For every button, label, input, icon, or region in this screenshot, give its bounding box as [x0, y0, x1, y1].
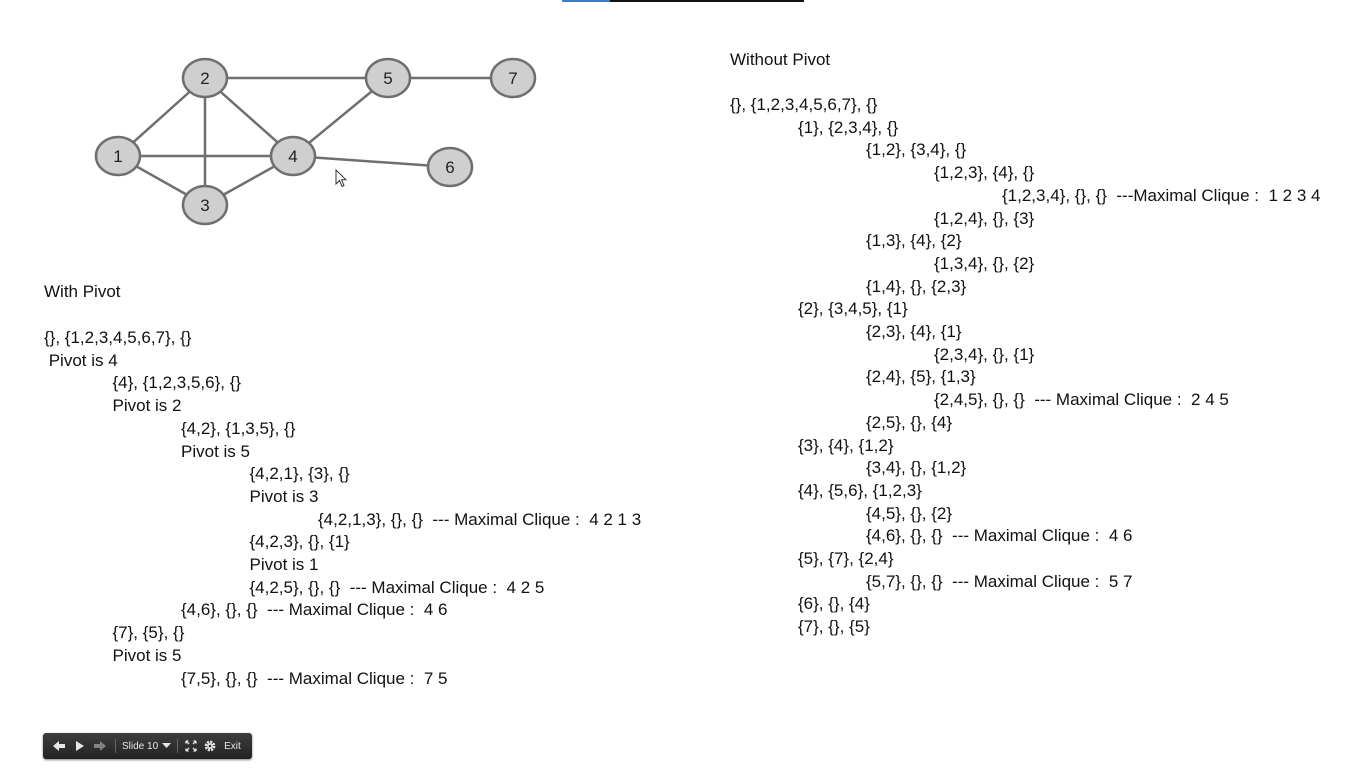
trace-line: {1}, {2,3,4}, {} [798, 117, 899, 137]
trace-line: {3,4}, {}, {1,2} [866, 458, 967, 478]
slide-controls-bar: Slide 10 Exit [43, 733, 252, 759]
graph-node-4: 4 [269, 135, 317, 177]
trace-line: {6}, {}, {4} [798, 594, 870, 614]
trace-line: {2}, {3,4,5}, {1} [798, 299, 908, 319]
gear-icon [204, 740, 216, 752]
node-label: 7 [508, 69, 517, 88]
trace-line: {}, {1,2,3,4,5,6,7}, {} [44, 328, 192, 347]
trace-line: {7}, {}, {5} [798, 617, 870, 637]
with-pivot-heading: With Pivot [44, 282, 121, 301]
fullscreen-icon [185, 740, 197, 752]
trace-line: {1,2,3,4}, {}, {} ---Maximal Clique : 1 … [1002, 185, 1321, 205]
node-circle [269, 135, 317, 177]
node-circle [181, 57, 229, 99]
trace-line: Pivot is 5 [181, 441, 250, 461]
node-label: 6 [445, 158, 454, 177]
trace-line: {4,6}, {}, {} --- Maximal Clique : 4 6 [181, 600, 448, 620]
trace-line: {4,2,5}, {}, {} --- Maximal Clique : 4 2… [249, 577, 545, 597]
controls-separator [115, 739, 116, 753]
node-circle [364, 57, 412, 99]
trace-line: {7}, {5}, {} [112, 623, 185, 643]
prev-slide-button[interactable] [47, 733, 71, 759]
trace-line: {1,2}, {3,4}, {} [866, 140, 967, 160]
trace-line: Pivot is 4 [44, 350, 118, 370]
trace-line: {}, {1,2,3,4,5,6,7}, {} [730, 95, 878, 114]
trace-line: {4,2}, {1,3,5}, {} [181, 418, 296, 438]
settings-button[interactable] [200, 733, 220, 759]
trace-line: {2,5}, {}, {4} [866, 412, 953, 432]
trace-line: {5}, {7}, {2,4} [798, 549, 894, 568]
node-label: 5 [383, 69, 392, 88]
arrow-left-icon [53, 741, 65, 751]
play-button[interactable] [71, 733, 89, 759]
trace-line: {1,4}, {}, {2,3} [866, 276, 967, 296]
node-circle [489, 57, 537, 99]
graph-diagram: 1 2 3 4 5 6 7 [94, 57, 537, 226]
exit-label: Exit [224, 740, 241, 752]
trace-line: {3}, {4}, {1,2} [798, 435, 894, 455]
slide-selector[interactable]: Slide 10 [120, 733, 173, 759]
top-progress-bar [562, 0, 804, 2]
mouse-cursor-icon [335, 169, 347, 188]
node-label: 2 [200, 69, 209, 88]
controls-separator [177, 739, 179, 753]
graph-node-1: 1 [94, 135, 142, 177]
graph-node-7: 7 [489, 57, 537, 99]
slide-label: Slide 10 [122, 740, 159, 752]
without-pivot-heading: Without Pivot [730, 50, 831, 69]
trace-line: {4}, {5,6}, {1,2,3} [798, 480, 922, 500]
node-circle [181, 184, 229, 226]
next-slide-button[interactable] [89, 733, 111, 759]
trace-line: {1,2,4}, {}, {3} [934, 208, 1035, 228]
edge-4-6 [292, 154, 451, 169]
node-circle [94, 135, 142, 177]
caret-down-icon [162, 743, 172, 748]
trace-line: {4}, {1,2,3,5,6}, {} [112, 373, 242, 393]
trace-line: Pivot is 5 [112, 645, 182, 665]
trace-line: {7,5}, {}, {} --- Maximal Clique : 7 5 [181, 668, 448, 688]
trace-line: {1,3}, {4}, {2} [866, 231, 962, 251]
trace-line: {4,5}, {}, {2} [866, 503, 953, 523]
trace-line: {1,3,4}, {}, {2} [934, 253, 1035, 273]
fullscreen-button[interactable] [182, 733, 200, 759]
exit-button[interactable]: Exit [220, 733, 247, 759]
trace-line: {4,6}, {}, {} --- Maximal Clique : 4 6 [866, 526, 1133, 546]
trace-line: {1,2,3}, {4}, {} [934, 163, 1035, 183]
trace-line: Pivot is 2 [112, 396, 182, 416]
trace-line: {4,2,1}, {3}, {} [249, 464, 350, 484]
node-label: 4 [288, 147, 297, 166]
node-label: 3 [200, 196, 209, 215]
trace-line: {4,2,3}, {}, {1} [249, 532, 350, 552]
graph-node-6: 6 [426, 146, 474, 188]
node-label: 1 [113, 147, 122, 166]
trace-line: Pivot is 1 [249, 555, 319, 574]
trace-line: {4,2,1,3}, {}, {} --- Maximal Clique : 4… [318, 509, 642, 529]
trace-line: {2,4}, {5}, {1,3} [866, 367, 976, 387]
play-icon [76, 741, 84, 751]
node-circle [426, 146, 474, 188]
trace-line: {5,7}, {}, {} --- Maximal Clique : 5 7 [866, 571, 1133, 591]
top-progress-accent [562, 0, 610, 2]
arrow-right-icon [94, 741, 106, 751]
graph-node-3: 3 [181, 184, 229, 226]
graph-node-2: 2 [181, 57, 229, 99]
trace-line: {2,3,4}, {}, {1} [934, 344, 1035, 364]
graph-node-5: 5 [364, 57, 412, 99]
trace-line: Pivot is 3 [249, 486, 319, 506]
trace-line: {2,4,5}, {}, {} --- Maximal Clique : 2 4… [934, 390, 1229, 410]
trace-line: {2,3}, {4}, {1} [866, 322, 962, 341]
